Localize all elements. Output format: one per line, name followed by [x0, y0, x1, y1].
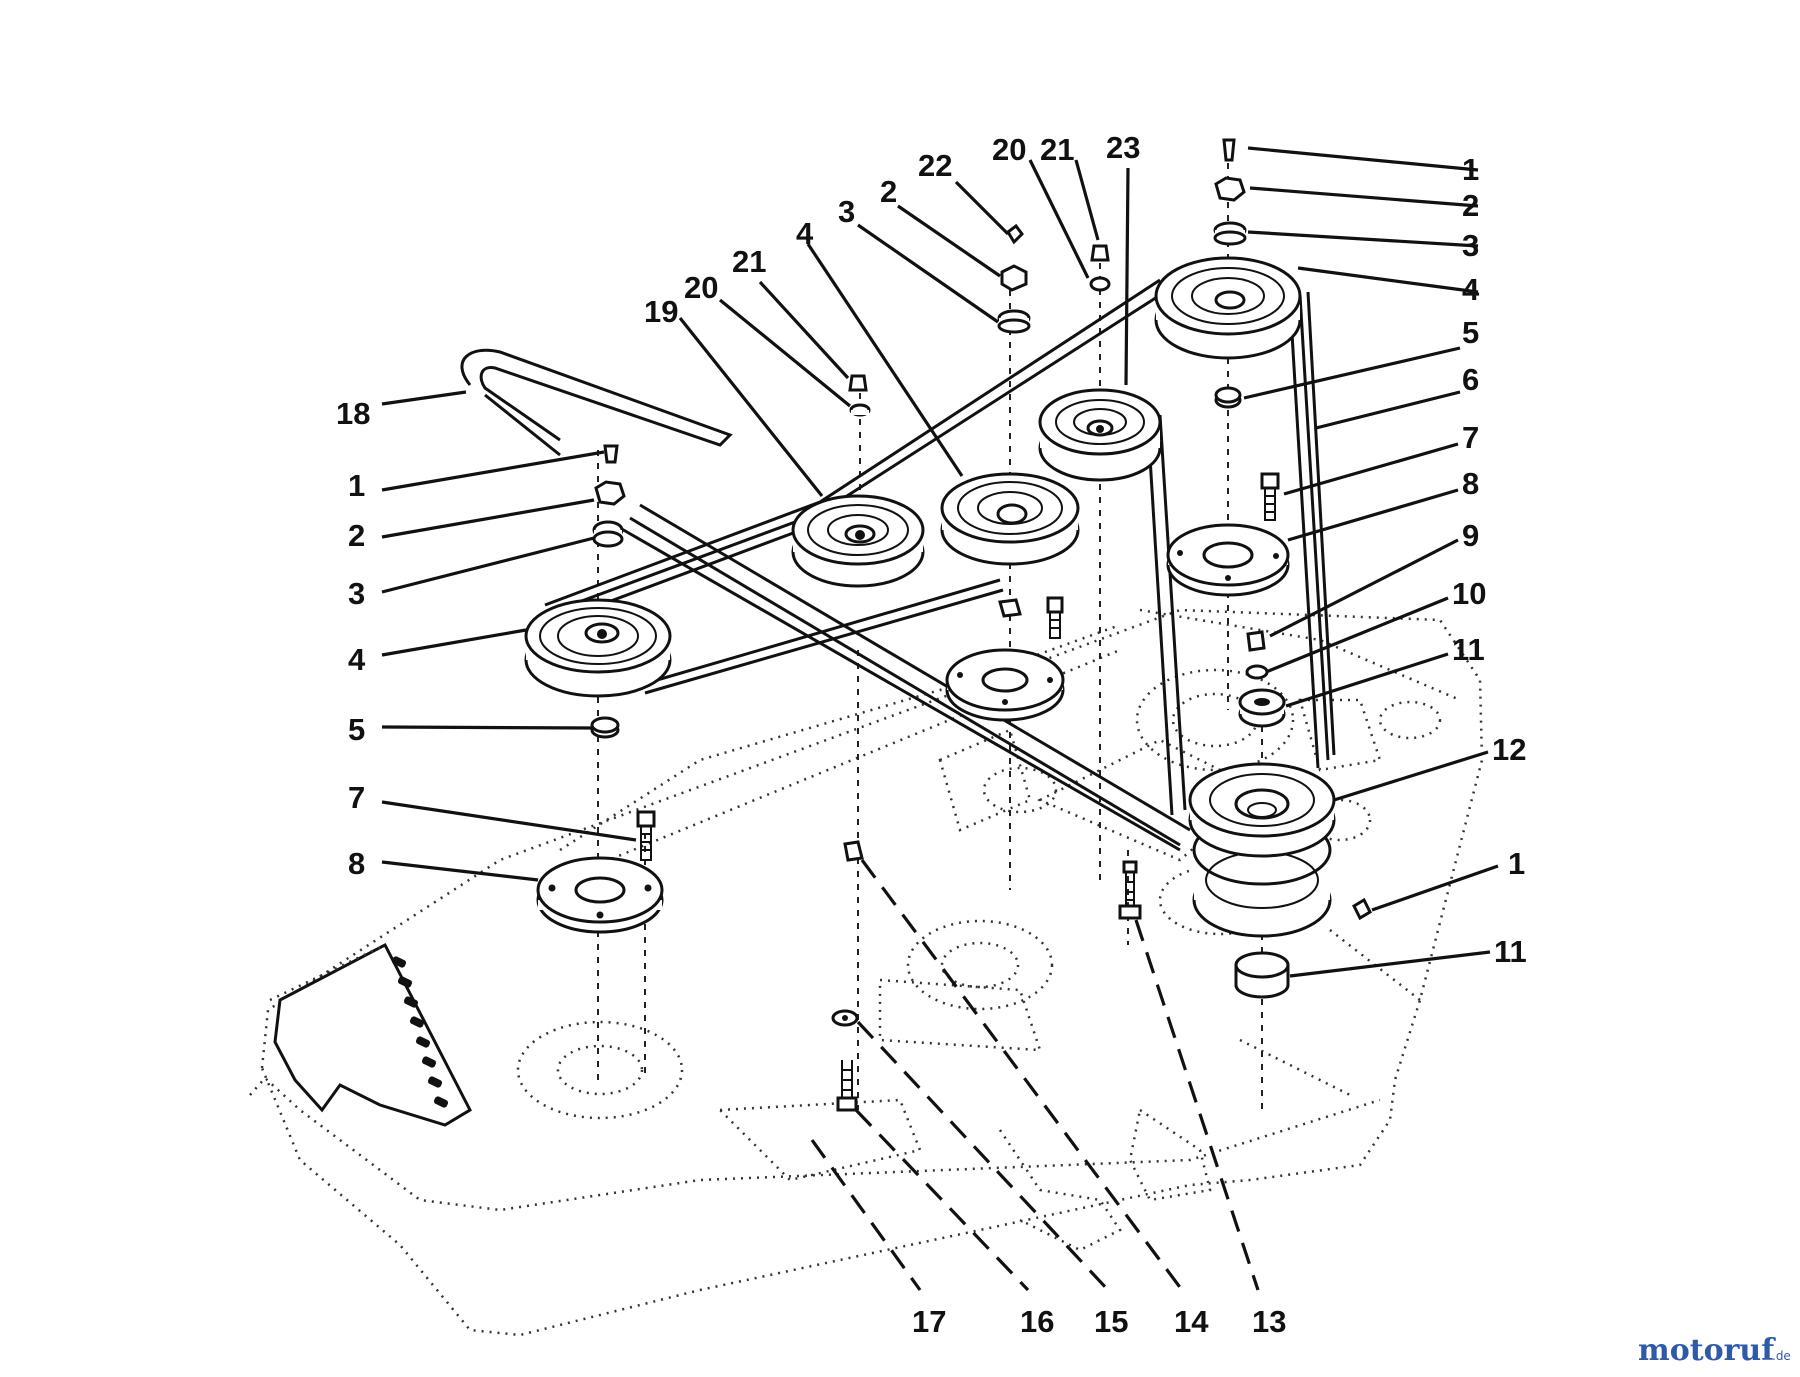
callout-left-5: 5 — [348, 712, 365, 747]
callout-left-8: 8 — [348, 846, 365, 881]
hardware-top-stack — [997, 138, 1372, 999]
callout-right-1: 1 — [1462, 152, 1479, 187]
callout-top-23: 23 — [1106, 130, 1140, 165]
callout-top-2: 2 — [880, 174, 897, 209]
callout-top-21b: 21 — [1040, 132, 1074, 167]
centerlines — [597, 150, 1263, 1110]
callout-right-12: 12 — [1492, 732, 1526, 767]
callout-right-4: 4 — [1462, 272, 1480, 307]
callout-bottom-17: 17 — [912, 1304, 946, 1339]
callout-top-21a: 21 — [732, 244, 766, 279]
callout-numbers: 1 2 3 4 5 6 7 8 9 10 11 12 1 11 13 14 15… — [336, 130, 1527, 1339]
callout-bottom-14: 14 — [1174, 1304, 1209, 1339]
callout-left-2: 2 — [348, 518, 365, 553]
pulley-double-12 — [1188, 762, 1336, 938]
hardware-center-stack — [831, 374, 1065, 1112]
callout-right-11: 11 — [1452, 632, 1485, 667]
callout-right-10: 10 — [1452, 576, 1486, 611]
callout-top-22: 22 — [918, 148, 952, 183]
watermark-text: motoruf — [1638, 1333, 1776, 1368]
callout-right-8: 8 — [1462, 466, 1479, 501]
callout-bottom-13: 13 — [1252, 1304, 1286, 1339]
callout-left-3: 3 — [348, 576, 365, 611]
callout-left-18: 18 — [336, 396, 370, 431]
discharge-chute — [269, 942, 472, 1127]
pulley-center-right — [940, 472, 1080, 566]
callout-top-3: 3 — [838, 194, 855, 229]
callout-right-3: 3 — [1462, 228, 1479, 263]
callout-right-1b: 1 — [1508, 846, 1525, 881]
callout-right-2: 2 — [1462, 188, 1479, 223]
callout-left-1: 1 — [348, 468, 365, 503]
callout-right-5: 5 — [1462, 315, 1479, 350]
callout-right-7: 7 — [1462, 420, 1479, 455]
pulley-right-top — [1154, 256, 1302, 360]
mower-deck-outline — [249, 608, 1484, 1337]
hardware-left-stack — [536, 444, 664, 934]
pulley-center-left — [791, 494, 925, 588]
watermark-suffix: .de — [1772, 1349, 1791, 1363]
callout-bottom-15: 15 — [1094, 1304, 1128, 1339]
callout-bottom-16: 16 — [1020, 1304, 1054, 1339]
callout-top-4: 4 — [796, 216, 814, 251]
callout-top-20b: 20 — [992, 132, 1026, 167]
watermark-logo: motoruf .de — [1638, 1333, 1791, 1368]
callout-left-4: 4 — [348, 642, 366, 677]
callout-right-6: 6 — [1462, 362, 1479, 397]
leader-lines — [381, 146, 1499, 1292]
callout-top-20a: 20 — [684, 270, 718, 305]
callout-right-11b: 11 — [1494, 934, 1527, 969]
callout-right-9: 9 — [1462, 518, 1479, 553]
pulley-idler-23 — [1038, 388, 1162, 482]
callout-top-19: 19 — [644, 294, 678, 329]
pulley-left — [524, 598, 672, 698]
callout-left-7: 7 — [348, 780, 365, 815]
